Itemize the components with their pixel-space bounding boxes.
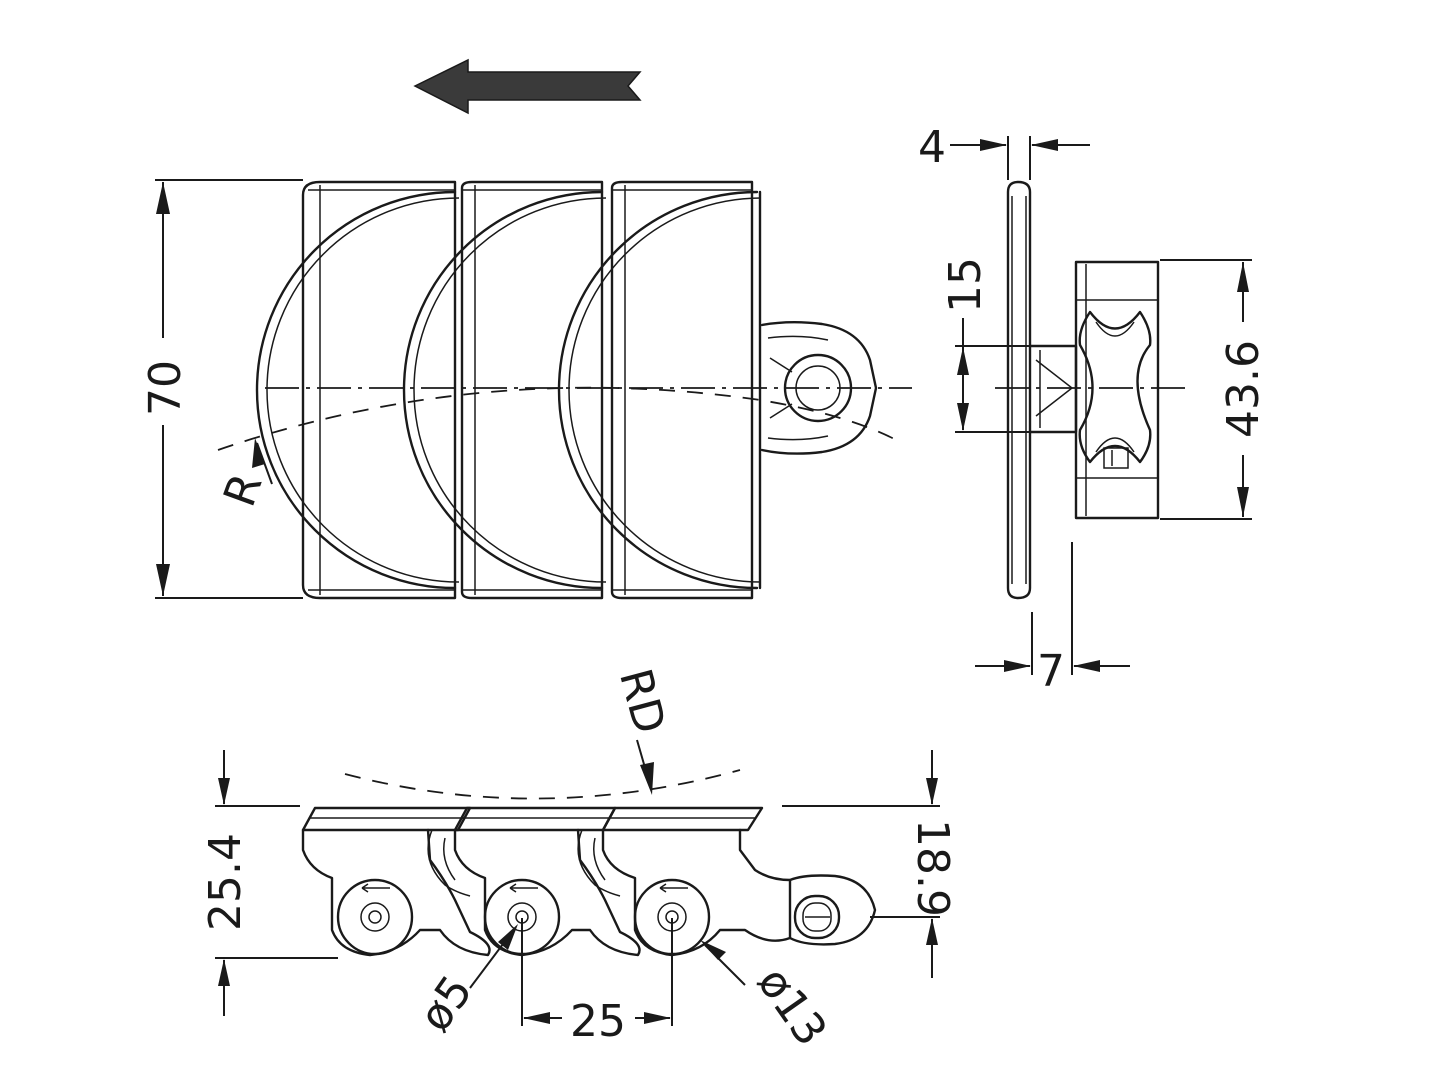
dimension-d5-label: ø5 xyxy=(409,967,482,1041)
top-plate-2 xyxy=(402,180,607,600)
top-view xyxy=(217,180,912,600)
dimension-r: R xyxy=(214,438,273,513)
dimension-rd-label: RD xyxy=(609,664,675,739)
dimension-d13: ø13 xyxy=(700,940,837,1055)
front-top-plates xyxy=(301,806,764,832)
front-pin-1 xyxy=(336,878,414,956)
dimension-25-4: 25.4 xyxy=(200,750,338,1016)
dimension-70-label: 70 xyxy=(140,360,191,416)
dimension-7: 7 xyxy=(975,542,1130,697)
dimension-25-4-label: 25.4 xyxy=(200,833,251,931)
dimension-7-label: 7 xyxy=(1037,646,1065,697)
dimension-d5: ø5 xyxy=(409,924,518,1041)
dimension-18-9: 18.9 xyxy=(782,750,958,978)
dimension-15-label: 15 xyxy=(940,257,991,313)
top-plate-1 xyxy=(255,180,460,600)
dimension-r-label: R xyxy=(214,467,272,513)
dimension-4-label: 4 xyxy=(918,122,946,173)
front-view-eye xyxy=(788,874,877,946)
dimension-rd: RD xyxy=(609,664,675,795)
front-link-bodies xyxy=(301,828,792,957)
top-plate-3 xyxy=(557,180,762,600)
top-view-eye xyxy=(760,321,878,455)
dimension-d13-label: ø13 xyxy=(747,958,836,1055)
dimension-43-6-label: 43.6 xyxy=(1218,340,1269,438)
side-view xyxy=(995,180,1190,600)
dimension-43-6: 43.6 xyxy=(1160,259,1269,520)
dimension-4: 4 xyxy=(918,122,1090,180)
front-view xyxy=(301,769,877,957)
radius-rd-arc xyxy=(344,769,741,800)
dimension-25-label: 25 xyxy=(570,996,626,1047)
dimension-25: 25 xyxy=(521,918,673,1047)
dimension-70: 70 xyxy=(140,179,303,599)
dimension-15: 15 xyxy=(940,257,1030,433)
dimension-18-9-label: 18.9 xyxy=(907,819,958,917)
travel-direction-arrow xyxy=(413,58,642,115)
